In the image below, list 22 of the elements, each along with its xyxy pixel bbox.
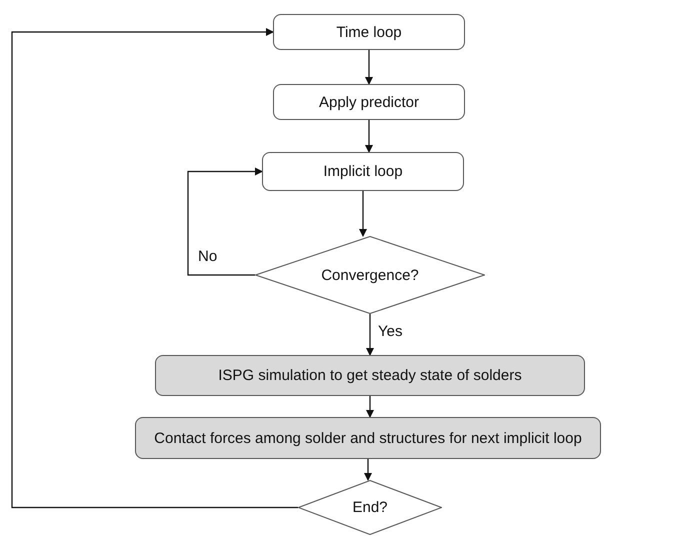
arrow (366, 314, 374, 356)
process-box (155, 355, 585, 396)
arrow (364, 459, 372, 481)
decision-diamond (255, 236, 485, 314)
decision-diamond (298, 480, 442, 535)
arrow (365, 120, 373, 153)
arrow (187, 168, 263, 276)
process-box (135, 417, 601, 459)
node-text: Apply predictor (318, 94, 420, 110)
node-text: ISPG simulation to get steady state of solders (218, 367, 522, 384)
arrow (11, 28, 298, 508)
arrow (365, 50, 373, 85)
node-text: Implicit loop (323, 163, 403, 180)
arrow (366, 396, 374, 418)
node-text: Contact forces among solder and structures for next implicit loop (154, 430, 582, 446)
process-box (273, 14, 465, 50)
process-box (273, 84, 465, 120)
process-box (262, 152, 464, 191)
arrow (359, 191, 367, 237)
node-text: End? (352, 499, 388, 516)
node-text: Convergence? (321, 266, 419, 284)
node-text: Time loop (336, 24, 402, 40)
